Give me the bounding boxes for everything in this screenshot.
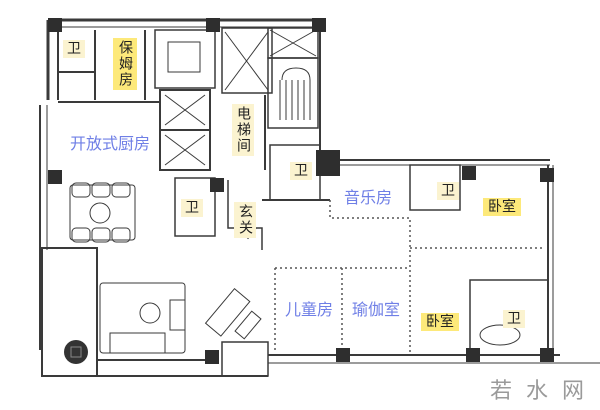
room-label-kids-room: 儿童房 — [285, 300, 334, 319]
room-label-yoga-room: 瑜伽室 — [352, 300, 401, 319]
room-label-open-kitchen: 开放式厨房 — [70, 134, 151, 153]
watermark: 若水网 — [490, 379, 599, 404]
room-label-master-bath: 卫 — [503, 310, 525, 328]
room-label-upper-right-bath: 卫 — [437, 182, 459, 200]
room-label-nanny-bath: 卫 — [63, 40, 85, 58]
room-label-bedroom-lower: 卧室 — [421, 313, 459, 331]
room-label-center-bath: 卫 — [290, 162, 312, 180]
room-label-elevator-hall: 电梯间 — [232, 104, 254, 156]
room-label-bedroom-upper: 卧室 — [483, 198, 521, 216]
room-label-entry-bath: 卫 — [181, 199, 203, 217]
room-label-foyer: 玄关 — [234, 202, 256, 238]
room-label-nanny-room: 保姆房 — [113, 38, 137, 90]
room-label-music-room: 音乐房 — [344, 188, 393, 207]
